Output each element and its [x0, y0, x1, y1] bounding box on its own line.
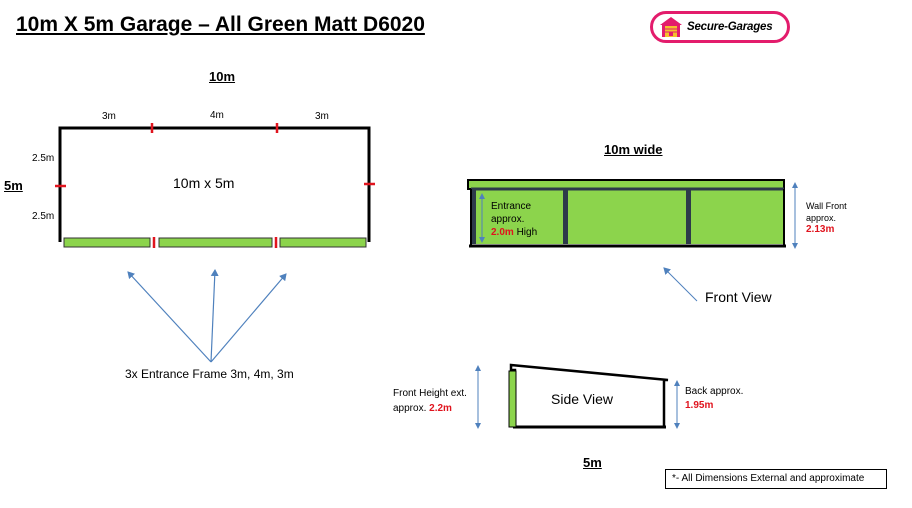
back-height-label: Back approx. — [685, 386, 744, 397]
side-view — [475, 363, 680, 429]
logo-text: Secure-Garages — [687, 21, 773, 33]
plan-side-segment-1: 2.5m — [32, 153, 55, 164]
entrance-label-line1: Entrance — [491, 201, 532, 212]
garage-house-icon — [660, 17, 682, 37]
front-post-mid-2 — [686, 189, 691, 244]
entrance-label-line2: approx. — [491, 214, 525, 225]
plan-side-segment-2: 2.5m — [32, 211, 55, 222]
front-view — [467, 179, 798, 302]
front-height-label-line1: Front Height ext. — [393, 388, 467, 399]
wall-label-line2: approx. — [806, 213, 837, 223]
front-post-mid-1 — [563, 189, 568, 244]
front-view-arrow — [663, 267, 698, 302]
wall-label-line1: Wall Front — [806, 201, 847, 211]
side-outline — [509, 363, 669, 427]
plan-width-label: 5m — [4, 178, 23, 193]
front-height-label-line2: approx. — [393, 403, 427, 414]
side-view-label: Side View — [551, 391, 614, 407]
plan-view — [55, 123, 375, 363]
wall-height-value: 2.13m — [806, 224, 835, 235]
dimensions-note: *- All Dimensions External and approxima… — [665, 469, 887, 489]
back-height-value: 1.95m — [685, 400, 714, 411]
front-view-label: Front View — [705, 289, 772, 305]
plan-segment-3: 3m — [315, 111, 329, 122]
plan-segment-1: 3m — [102, 111, 116, 122]
entrance-frame-label: 3x Entrance Frame 3m, 4m, 3m — [125, 367, 294, 381]
plan-center-label: 10m x 5m — [173, 175, 235, 191]
entrance-arrow-2 — [210, 269, 219, 363]
entrance-arrow-3 — [210, 273, 287, 363]
page-title: 10m X 5m Garage – All Green Matt D6020 — [16, 13, 425, 36]
side-depth-label: 5m — [583, 455, 602, 470]
front-width-label: 10m wide — [604, 142, 663, 157]
front-post-left — [471, 189, 476, 244]
secure-garages-logo: Secure-Garages — [650, 11, 790, 43]
entrance-height-suffix: High — [516, 227, 538, 238]
entrance-frame-3 — [279, 237, 367, 248]
entrance-frame-2 — [158, 237, 273, 248]
entrance-frame-1 — [63, 237, 151, 248]
entrance-height-value: 2.0m — [491, 227, 514, 238]
side-entrance-frame — [508, 370, 517, 428]
plan-length-label: 10m — [209, 69, 236, 84]
entrance-arrow-1 — [127, 271, 212, 363]
front-height-value: 2.2m — [429, 403, 452, 414]
plan-segment-2: 4m — [210, 110, 224, 121]
front-panels — [471, 189, 784, 244]
division-markers — [55, 123, 375, 248]
